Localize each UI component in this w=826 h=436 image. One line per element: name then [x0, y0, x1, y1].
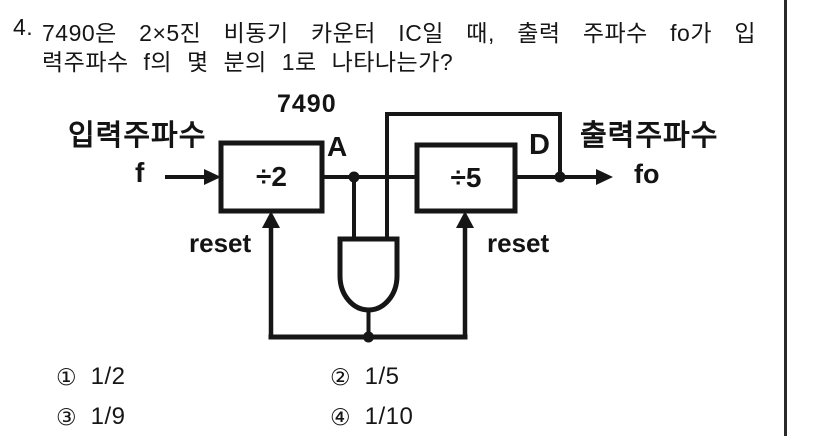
question-text-line2: 력주파수 f의 몇 분의 1로 나타나는가? — [42, 49, 454, 75]
answer-option-3: ③ 1/9 — [56, 405, 126, 429]
node-d-label: D — [529, 129, 550, 161]
reset-right-label: reset — [487, 228, 550, 258]
column-divider-line — [784, 0, 787, 436]
input-frequency-label: 입력주파수 — [68, 120, 207, 152]
option-1-value: 1/2 — [90, 363, 126, 390]
output-frequency-label: 출력주파수 — [580, 120, 719, 152]
option-4-value: 1/10 — [364, 403, 414, 430]
chip-label: 7490 — [277, 90, 337, 118]
div2-value: ÷2 — [256, 161, 287, 192]
junction-dot-d — [554, 171, 566, 183]
output-signal-label: fo — [634, 159, 660, 189]
div2-box — [218, 140, 325, 214]
question-number: 4. — [13, 14, 34, 40]
option-3-marker: ③ — [56, 403, 77, 430]
answer-option-1: ① 1/2 — [56, 365, 126, 389]
input-signal-label: f — [135, 157, 145, 188]
question-text-line1: 7490은 2×5진 비동기 카운터 IC일 때, 출력 주파수 fo가 입 — [42, 20, 756, 46]
reset-right-arrowhead — [456, 211, 474, 228]
junction-dot-a — [348, 171, 360, 183]
and-gate — [337, 236, 400, 313]
answer-option-2: ② 1/5 — [330, 365, 400, 389]
option-3-value: 1/9 — [90, 403, 126, 430]
answer-option-4: ④ 1/10 — [330, 405, 413, 429]
div5-box — [414, 142, 518, 214]
wire-d-feedback — [385, 112, 562, 240]
input-arrowhead — [204, 169, 221, 185]
option-1-marker: ① — [56, 363, 77, 390]
output-arrowhead — [596, 169, 613, 185]
option-4-marker: ④ — [330, 403, 351, 430]
reset-left-arrowhead — [262, 211, 280, 228]
option-2-marker: ② — [330, 363, 351, 390]
junction-dot-bus — [363, 331, 374, 343]
node-a-label: A — [327, 131, 348, 162]
reset-left-label: reset — [189, 228, 252, 258]
option-2-value: 1/5 — [364, 363, 400, 390]
div5-value: ÷5 — [450, 162, 482, 193]
